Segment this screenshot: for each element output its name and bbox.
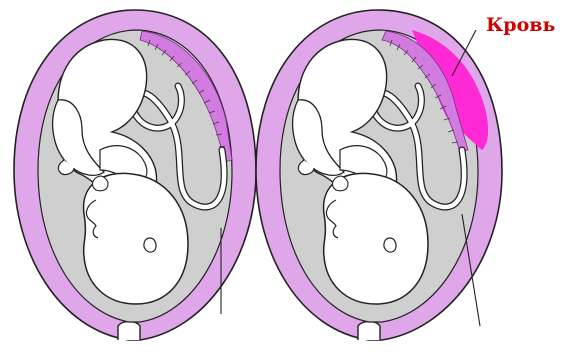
left-uterus-illustration: [14, 10, 256, 340]
left-cervix: [118, 322, 140, 341]
blood-label: Кровь: [486, 14, 555, 36]
right-cervix: [358, 322, 380, 341]
right-uterus-illustration: [256, 10, 502, 340]
left-fetus-hand: [93, 176, 108, 191]
right-fetus-hand: [333, 176, 348, 191]
